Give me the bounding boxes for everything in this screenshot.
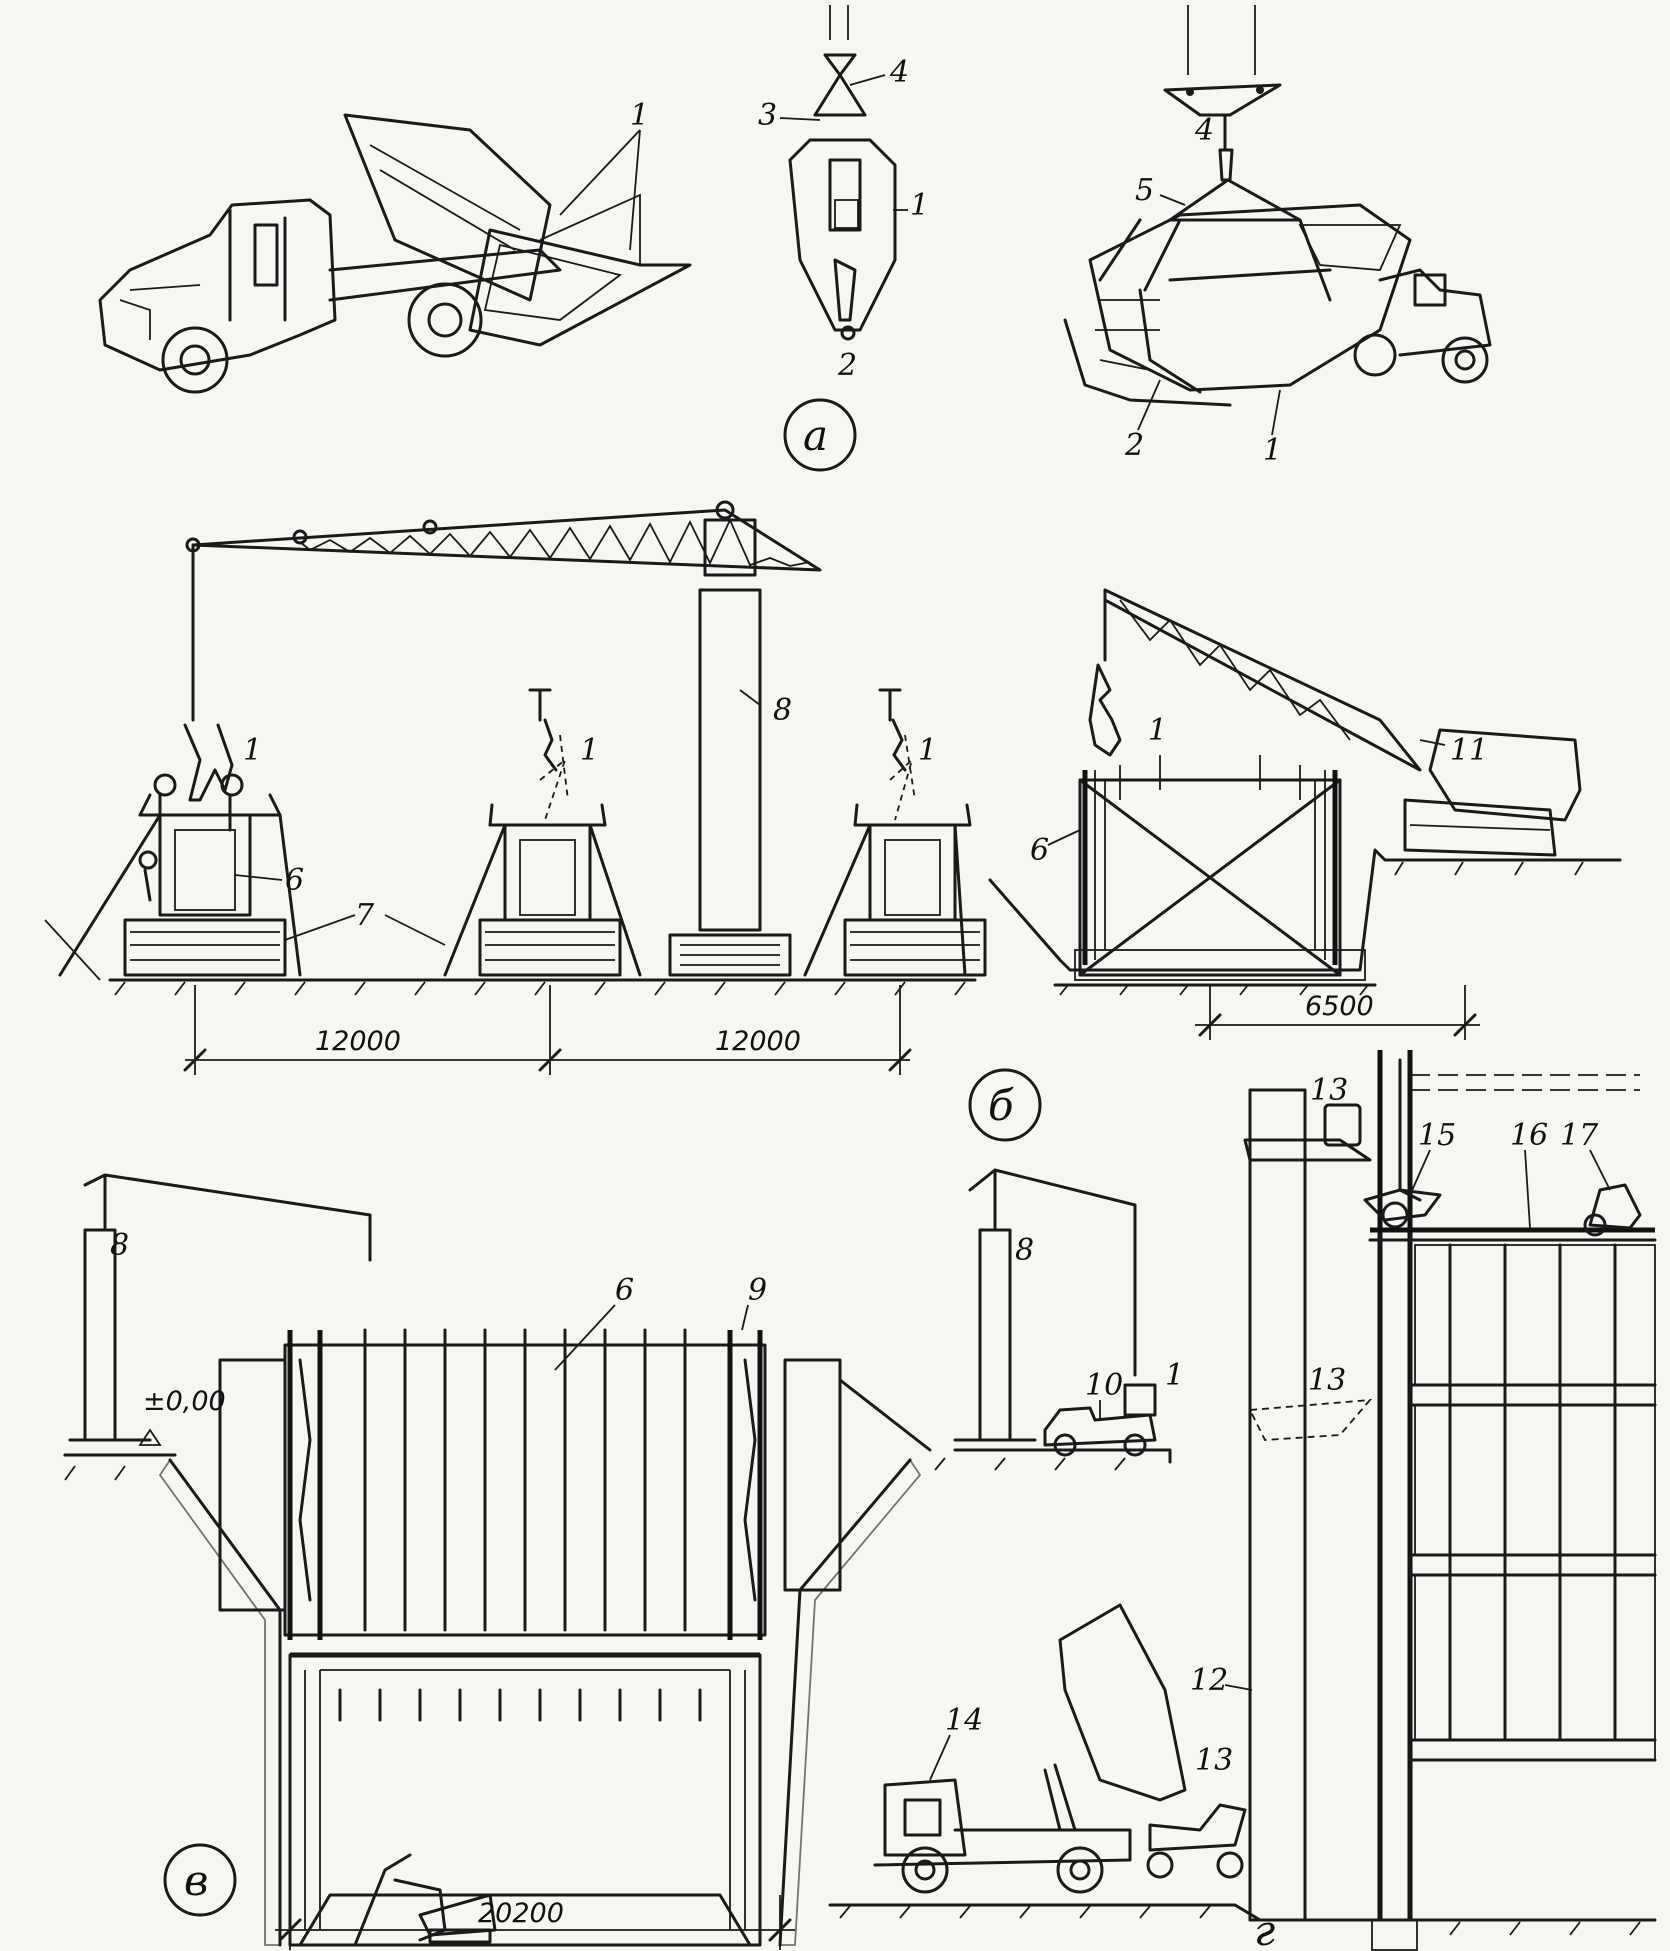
label-17-g: 17	[1560, 1118, 1599, 1153]
section-b-crawler-crane	[988, 588, 1622, 996]
label-14-g: 14	[945, 1703, 983, 1738]
section-b-right-dimension	[1195, 985, 1480, 1040]
section-g-column-pour	[828, 1050, 1657, 1951]
label-2-a-bucket: 2	[837, 348, 857, 383]
label-13-g-top: 13	[1310, 1073, 1348, 1108]
label-1-b-right: 1	[1148, 713, 1167, 748]
label-9-v: 9	[748, 1273, 767, 1308]
label-16-g: 16	[1510, 1118, 1548, 1153]
label-7-b: 7	[355, 898, 375, 933]
section-b-dimensions	[183, 985, 912, 1075]
label-3-a-bucket: 3	[758, 98, 777, 133]
dim-6500: 6500	[1305, 991, 1374, 1022]
dim-12000-right: 12000	[715, 1026, 801, 1057]
label-13-g-bottom: 13	[1195, 1743, 1233, 1778]
label-1-b-form1: 1	[243, 733, 262, 768]
section-v-label: в	[184, 1856, 208, 1905]
label-2-a-right: 2	[1124, 428, 1144, 463]
section-a-label: а	[803, 411, 828, 460]
section-v-circle	[163, 1843, 237, 1917]
label-1-a-right: 1	[1263, 433, 1282, 468]
label-8-v-left: 8	[110, 1228, 129, 1263]
label-8-b: 8	[773, 693, 792, 728]
section-b-circle	[968, 1068, 1042, 1142]
section-a-circle	[783, 398, 857, 472]
label-1-a-bucket: 1	[910, 188, 929, 223]
label-1-b-form3: 1	[918, 733, 937, 768]
section-b-tower-crane	[185, 500, 822, 977]
section-v-pit-construction	[63, 1168, 1172, 1950]
label-13-g-mid: 13	[1308, 1363, 1346, 1398]
section-a-right-bucket	[1063, 5, 1492, 407]
label-5-a-right: 5	[1135, 173, 1154, 208]
label-6-b-right: 6	[1030, 833, 1049, 868]
label-6-b: 6	[285, 863, 304, 898]
label-4-a-right: 4	[1194, 113, 1214, 148]
label-1-a-left: 1	[630, 98, 649, 133]
label-6-v: 6	[615, 1273, 634, 1308]
label-15-g: 15	[1418, 1118, 1456, 1153]
label-4-a-bucket: 4	[889, 55, 909, 90]
label-11-b: 11	[1450, 733, 1488, 768]
section-a-dump-truck	[98, 113, 692, 394]
section-g-label: г	[1254, 1906, 1275, 1951]
dim-20200: 20200	[478, 1898, 564, 1929]
label-1-b-form2: 1	[580, 733, 599, 768]
label-12-g: 12	[1190, 1663, 1228, 1698]
dim-12000-left: 12000	[315, 1026, 401, 1057]
label-level-v: ±0,00	[143, 1386, 226, 1417]
label-1-v: 1	[1165, 1358, 1184, 1393]
section-a-bucket	[788, 5, 897, 341]
section-b-label: б	[988, 1081, 1014, 1130]
section-b-forms	[44, 688, 987, 996]
label-8-v-right: 8	[1015, 1233, 1034, 1268]
label-10-v: 10	[1085, 1368, 1123, 1403]
